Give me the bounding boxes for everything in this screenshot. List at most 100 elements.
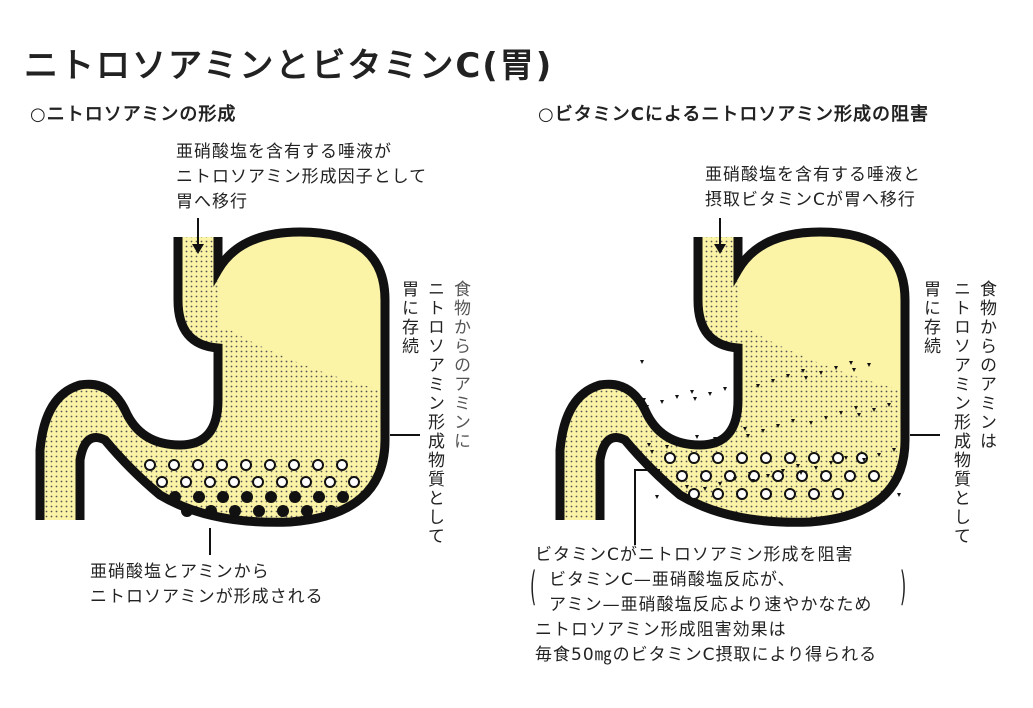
- amine-mark: [882, 498, 886, 502]
- nitrosamine-dot: [205, 505, 217, 517]
- left-formation: ニトロソアミン形成物質として: [424, 280, 444, 546]
- nitrosamine-dot: [181, 505, 193, 517]
- stomach-wall: [595, 227, 910, 527]
- vitamin-c-circle: [832, 488, 844, 500]
- stomach-right: [555, 227, 910, 527]
- stomach-left: [35, 227, 390, 527]
- amine-mark: [844, 456, 848, 460]
- nitrite-circle: [216, 459, 228, 471]
- vitamin-c-circle: [820, 470, 832, 482]
- nitrosamine-dot: [229, 505, 241, 517]
- amine-mark: [761, 429, 765, 433]
- nitrosamine-dot: [337, 491, 349, 503]
- vitamin-c-circle: [700, 470, 712, 482]
- amine-mark: [703, 487, 707, 491]
- left-bottom-note: 亜硝酸塩とアミンから ニトロソアミンが形成される: [90, 562, 324, 607]
- nitrite-circle: [156, 476, 168, 488]
- page-title: ニトロソアミンとビタミンC(胃): [24, 46, 554, 86]
- paren-open: (: [530, 564, 537, 610]
- vitamin-c-circle: [844, 470, 856, 482]
- amine-mark: [670, 490, 674, 494]
- vitamin-c-circle: [868, 470, 880, 482]
- vitamin-c-circle: [688, 452, 700, 464]
- amine-mark: [713, 437, 717, 441]
- nitrite-circle: [300, 476, 312, 488]
- amine-mark: [708, 392, 712, 396]
- leader-right-bottom: [634, 469, 660, 545]
- vitamin-c-circle: [760, 488, 772, 500]
- amine-mark: [887, 403, 891, 407]
- nitrite-circle: [180, 476, 192, 488]
- amine-mark: [867, 363, 871, 367]
- amine-mark: [743, 427, 747, 431]
- amine-mark: [647, 443, 651, 447]
- nitrosamine-dot: [193, 491, 205, 503]
- amine-mark: [814, 466, 818, 470]
- nitrosamine-dot: [301, 505, 313, 517]
- amine-mark: [791, 419, 795, 423]
- vitamin-c-circle: [808, 452, 820, 464]
- vitamin-c-circle: [832, 452, 844, 464]
- nitrite-circle: [288, 459, 300, 471]
- amine-mark: [854, 406, 858, 410]
- amine-mark: [690, 390, 694, 394]
- left-top-note: 亜硝酸塩を含有する唾液が ニトロソアミン形成因子として 胃へ移行: [176, 142, 428, 212]
- vitamin-c-circle: [736, 488, 748, 500]
- right-top-note: 亜硝酸塩を含有する唾液と 摂取ビタミンCが胃へ移行: [705, 165, 921, 210]
- amine-mark: [809, 421, 813, 425]
- nitrite-circle: [228, 476, 240, 488]
- nitrite-circle: [348, 476, 360, 488]
- arrow-head-left: [192, 244, 204, 254]
- right-heading: ○ビタミンCによるニトロソアミン形成の阻害: [538, 104, 930, 125]
- vitamin-c-circle: [784, 452, 796, 464]
- nitrite-circle: [324, 476, 336, 488]
- vitamin-c-circle: [724, 470, 736, 482]
- stomach-wall: [75, 227, 390, 527]
- nitrosamine-dot: [313, 491, 325, 503]
- right-bottom-note: ビタミンCがニトロソアミン形成を阻害 ビタミンC—亜硝酸塩反応が、 アミン—亜硝…: [535, 545, 878, 665]
- amine-mark: [642, 398, 646, 402]
- amine-mark: [857, 413, 861, 417]
- left-persist: 胃に存続: [398, 280, 418, 356]
- amine-mark: [897, 493, 901, 497]
- nitrosamine-dot: [325, 505, 337, 517]
- amine-mark: [680, 440, 684, 444]
- left-heading: ○ニトロソアミンの形成: [30, 104, 237, 125]
- right-persist: 胃に存続: [920, 280, 940, 356]
- amine-mark: [877, 453, 881, 457]
- vitamin-c-circle: [688, 488, 700, 500]
- nitrite-circle: [168, 459, 180, 471]
- amine-mark: [746, 434, 750, 438]
- amine-mark: [849, 361, 853, 365]
- vitamin-c-circle: [712, 452, 724, 464]
- amine-mark: [748, 472, 752, 476]
- vitamin-c-circle: [760, 452, 772, 464]
- amine-mark: [698, 442, 702, 446]
- amine-mark: [834, 366, 838, 370]
- nitrite-circle: [252, 476, 264, 488]
- vitamin-c-circle: [712, 488, 724, 500]
- vitamin-c-circle: [772, 470, 784, 482]
- amine-mark: [650, 450, 654, 454]
- left-amine-food: 食物からのアミンに: [450, 280, 470, 451]
- amine-mark: [862, 458, 866, 462]
- vitamin-c-circle: [784, 488, 796, 500]
- amine-mark: [655, 495, 659, 499]
- arrow-head-right: [714, 244, 726, 254]
- amine-mark: [728, 432, 732, 436]
- nitrite-circle: [192, 459, 204, 471]
- amine-mark: [665, 445, 669, 449]
- nitrite-circle: [312, 459, 324, 471]
- amine-mark: [718, 482, 722, 486]
- nitrite-circle: [144, 459, 156, 471]
- nitrosamine-dot: [277, 505, 289, 517]
- amine-mark: [771, 379, 775, 383]
- amine-mark: [685, 485, 689, 489]
- amine-mark: [640, 360, 644, 364]
- vitamin-c-circle: [808, 488, 820, 500]
- amine-mark: [892, 448, 896, 452]
- nitrite-circle: [240, 459, 252, 471]
- nitrite-circle: [204, 476, 216, 488]
- vitamin-c-circle: [664, 452, 676, 464]
